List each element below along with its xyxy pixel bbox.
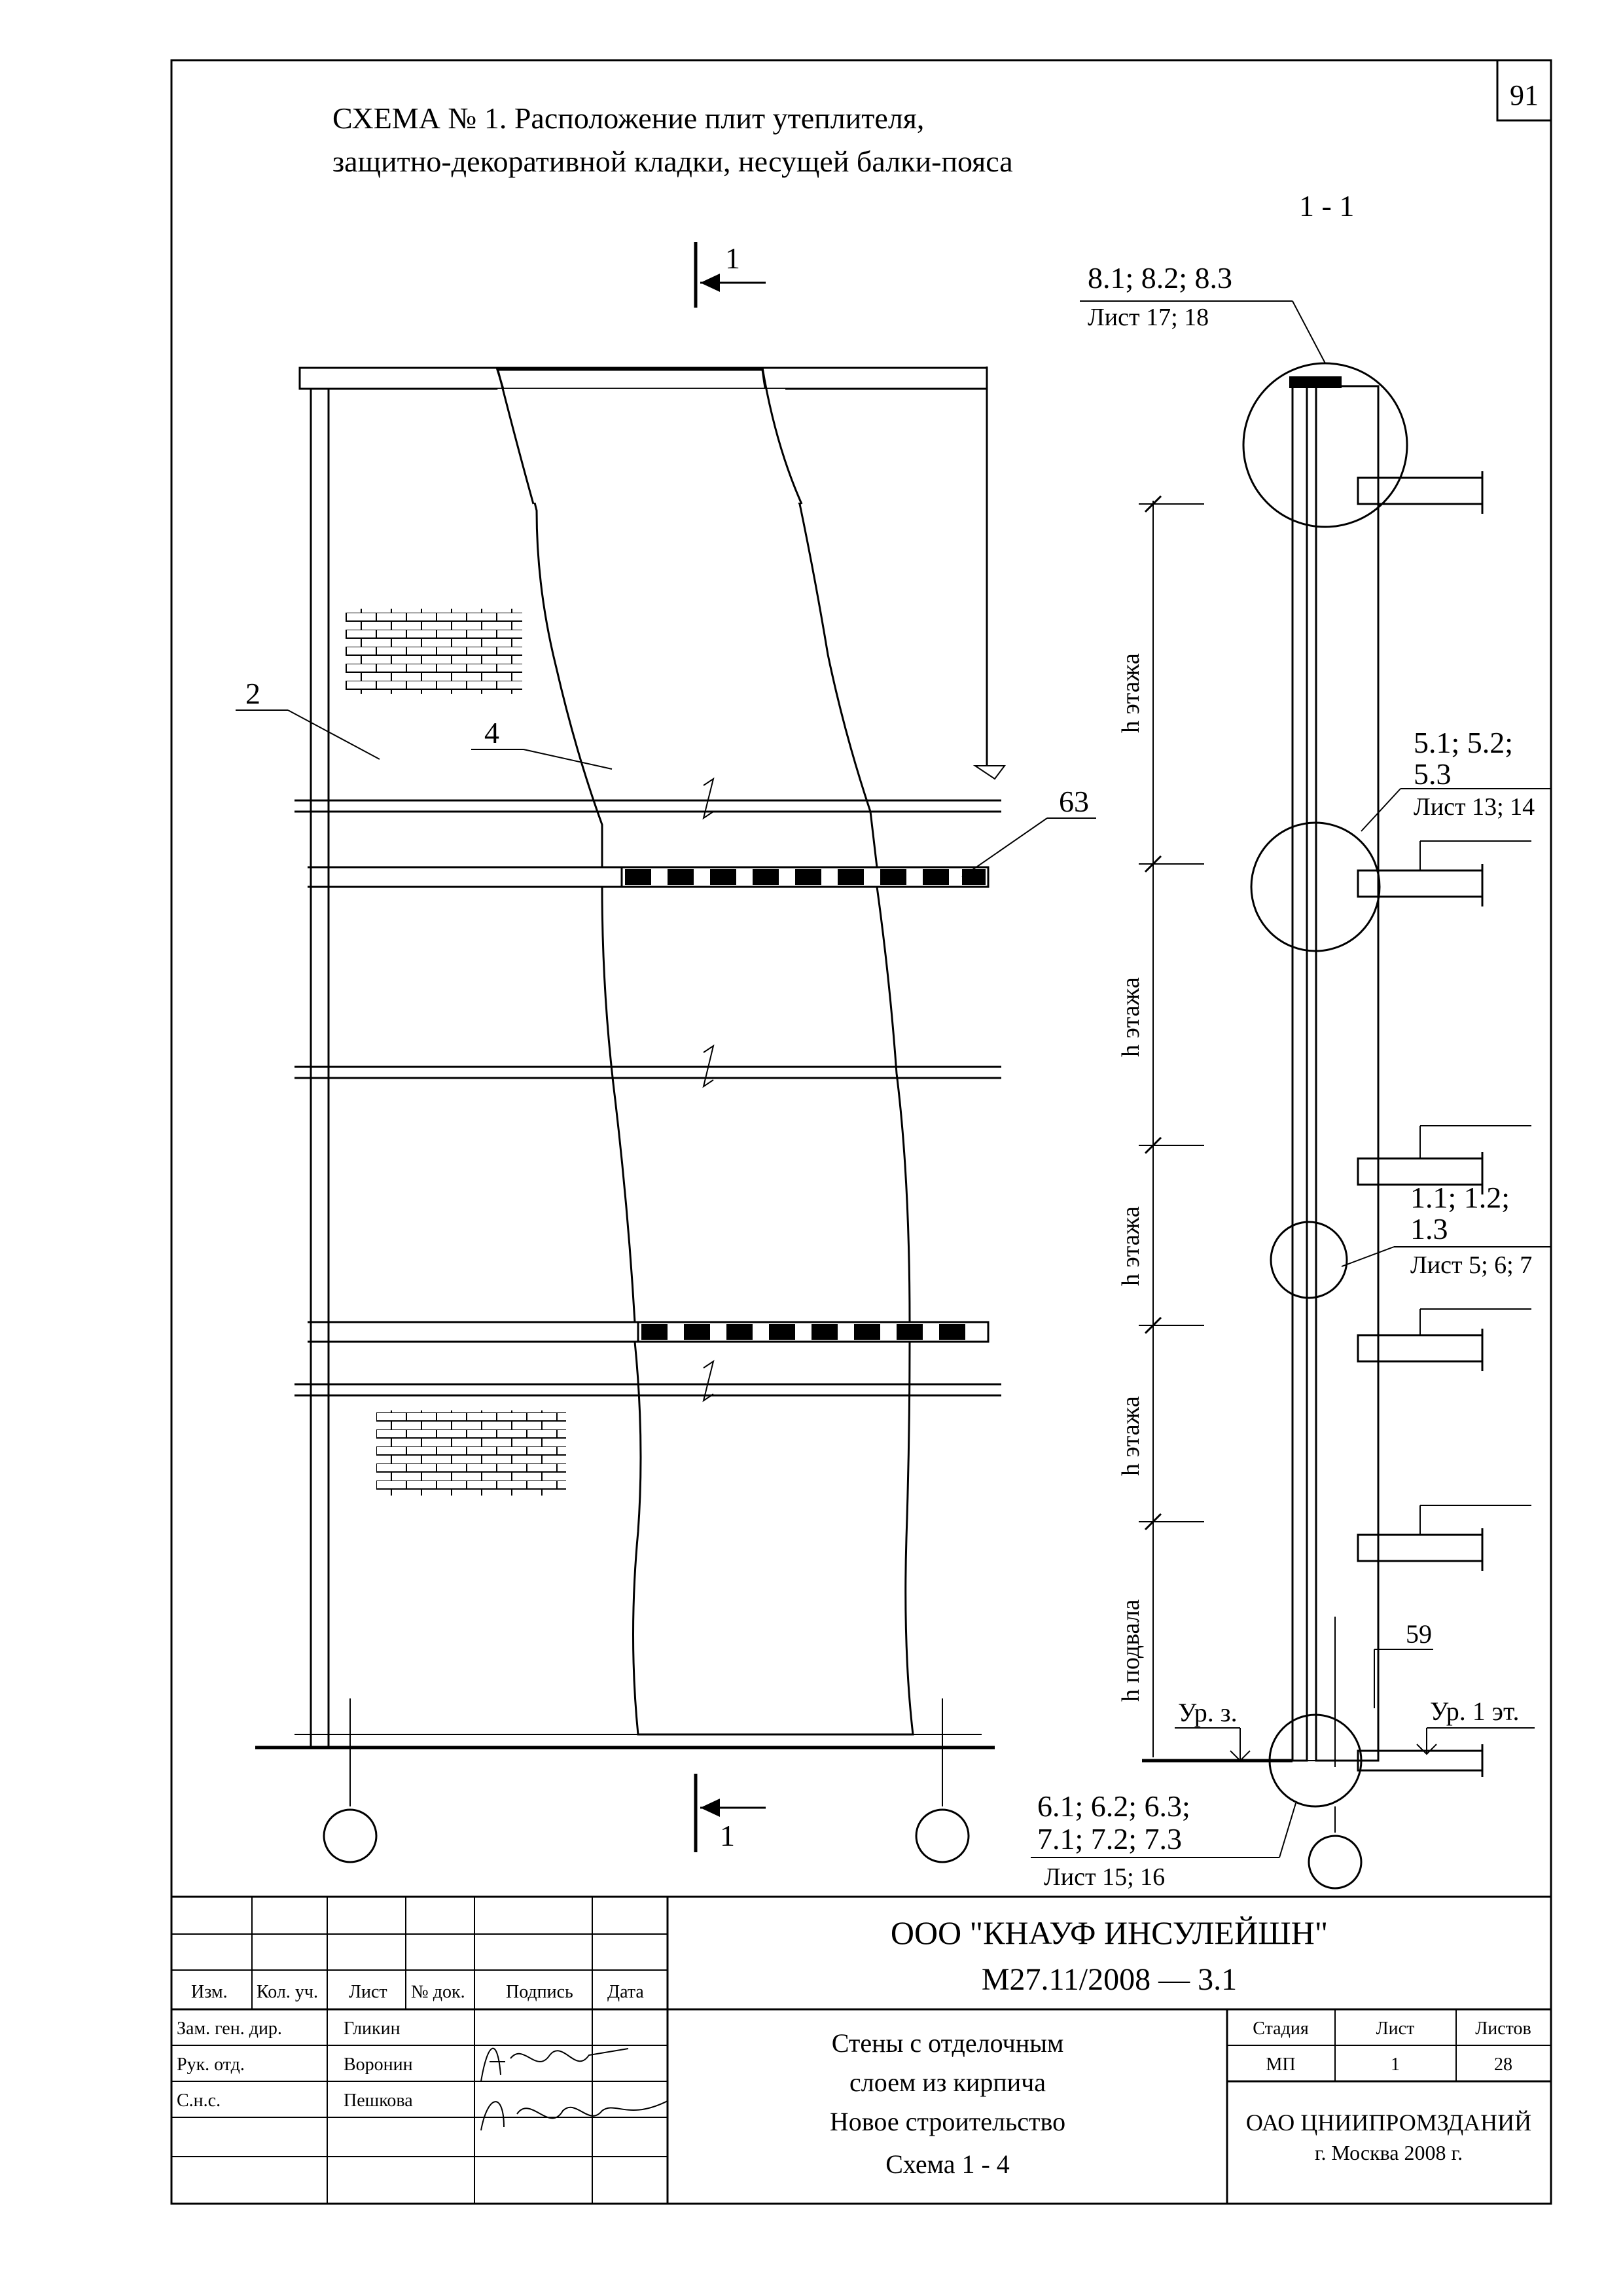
wall-bearing-layer [1315,385,1380,1762]
callout-59: 59 [1406,1619,1432,1649]
schema-title-line1: СХЕМА № 1. Расположение плит утеплителя, [332,101,924,135]
role-2: Рук. отд. [177,2054,245,2075]
role-1: Зам. ген. дир. [177,2018,282,2039]
axis-bubble-section [1308,1835,1363,1890]
name-3: Пешкова [344,2090,413,2111]
signature-peshkova [480,2100,668,2131]
sheet-header: Лист [1376,2018,1415,2039]
ref-mid-lower-sheets: Лист 5; 6; 7 [1410,1251,1532,1279]
callout-63: 63 [1059,785,1089,818]
section-label: 1 - 1 [1299,189,1354,223]
stage-value: МП [1266,2054,1295,2075]
name-2: Воронин [344,2054,413,2075]
ref-mid-upper-nodes-2: 5.3 [1414,757,1452,791]
stage-header: Стадия [1253,2018,1309,2039]
sheets-header: Листов [1475,2018,1531,2039]
description-line4: Схема 1 - 4 [885,2149,1010,2179]
header-list: Лист [349,1982,387,2002]
brick-cladding-lower [632,1340,914,1736]
title-block: Изм. Кол. уч. Лист № док. Подпись Дата З… [171,1895,1551,2204]
dim-floor-3: h этажа [1117,1206,1145,1286]
description-line3: Новое строительство [830,2107,1065,2136]
name-1: Гликин [344,2018,401,2039]
organization: ООО "КНАУФ ИНСУЛЕЙШН" [891,1914,1328,1951]
dim-basement: h подвала [1117,1599,1145,1702]
sheet-number-box [1496,59,1552,122]
parapet-cap [1289,376,1342,388]
ref-bottom-nodes-1: 6.1; 6.2; 6.3; [1037,1789,1190,1823]
ref-mid-upper-sheets: Лист 13; 14 [1414,793,1535,821]
ref-bottom-nodes-2: 7.1; 7.2; 7.3 [1037,1822,1182,1856]
dim-floor-4: h этажа [1117,1396,1145,1476]
ref-top-nodes: 8.1; 8.2; 8.3 [1088,261,1232,295]
section-cut-bottom-number: 1 [720,1819,735,1852]
header-kol-uch: Кол. уч. [257,1982,318,2002]
document-code: М27.11/2008 — 3.1 [982,1962,1237,1997]
dim-floor-1: h этажа [1117,653,1145,733]
dimension-chain: h этажа h этажа h этажа h этажа h подвал… [1117,495,1204,1757]
facade-elevation: 1 1 [236,242,1096,1863]
sheet-value: 1 [1391,2054,1400,2075]
header-doc-no: № док. [411,1982,465,2002]
signature-voronin [480,2048,629,2082]
ref-bottom-sheets: Лист 15; 16 [1044,1863,1165,1891]
header-date: Дата [607,1982,644,2002]
description-line1: Стены с отделочным [832,2028,1064,2058]
schema-title-line2: защитно-декоративной кладки, несущей бал… [332,145,1013,178]
wall-section: 8.1; 8.2; 8.3 Лист 17; 18 5.1; 5.2; 5.3 … [1031,261,1551,1891]
sheet-number: 91 [1510,79,1539,111]
role-3: С.н.с. [177,2090,221,2111]
dim-floor-2: h этажа [1117,977,1145,1057]
node-circle-mid-lower [1270,1221,1348,1299]
parapet-beam [298,367,988,390]
node-circle-mid-upper [1250,821,1381,952]
level-first-floor: Ур. 1 эт. [1430,1696,1519,1726]
floor-slabs [294,799,1001,1397]
brick-hatch-lower [376,1410,566,1496]
ref-mid-upper-nodes-1: 5.1; 5.2; [1414,726,1513,759]
ref-mid-lower-nodes-1: 1.1; 1.2; [1410,1181,1510,1214]
description-line2: слоем из кирпича [849,2068,1046,2097]
sheet-frame [170,59,1552,2205]
beam-belt-lower [637,1321,990,1343]
callout-4: 4 [484,716,499,749]
callout-2: 2 [245,677,260,710]
wall-insulation-layer [1306,386,1317,1761]
ref-mid-lower-nodes-2: 1.3 [1410,1212,1448,1246]
ref-top-sheets: Лист 17; 18 [1088,304,1209,331]
institute: ОАО ЦНИИПРОМЗДАНИЙ [1246,2109,1531,2136]
axis-bubble-right [915,1808,970,1863]
section-cut-top-number: 1 [725,242,740,275]
level-ground: Ур. з. [1178,1698,1238,1727]
sheets-total: 28 [1494,2054,1512,2075]
wall-cladding-layer [1291,385,1308,1762]
header-izm: Изм. [191,1982,228,2002]
beam-belt-upper [620,866,990,888]
city-year: г. Москва 2008 г. [1315,2141,1463,2164]
floor-slab-sections [1357,471,1531,1777]
brick-hatch-upper [346,609,522,694]
brick-cladding-middle [601,886,911,1323]
axis-bubble-left [323,1808,378,1863]
header-signature: Подпись [506,1982,573,2002]
